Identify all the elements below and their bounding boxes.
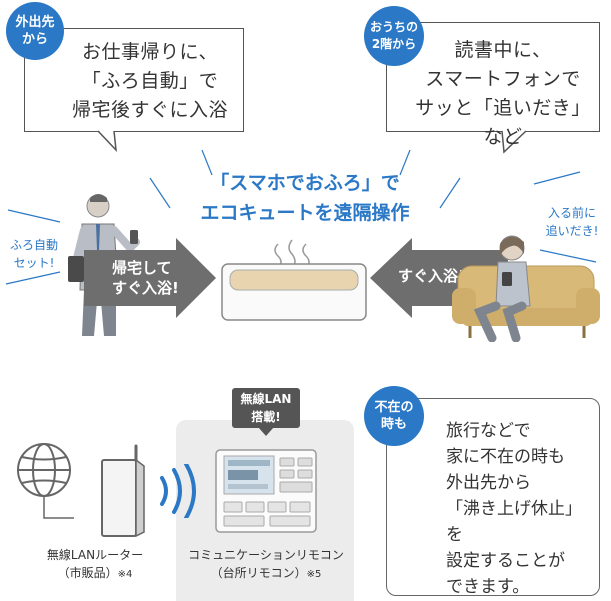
- bubble-tail-outside: [97, 130, 117, 153]
- headline: 「スマホでおふろ」で エコキュートを遠隔操作: [160, 168, 450, 228]
- right-arrow-line1: すぐ入浴!: [398, 267, 465, 285]
- bubble-outside-line1: お仕事帰りに、: [82, 41, 218, 63]
- right-note: 入る前に 追いだき!: [536, 204, 608, 240]
- bubble-upstairs-text: 読書中に、 スマートフォンで サッと「追いだき」など: [408, 36, 598, 152]
- absent-line2: 家に不在の時も: [446, 447, 565, 467]
- badge-upstairs: おうちの 2階から: [364, 6, 424, 66]
- lan-tag-tail: [258, 427, 274, 436]
- router-caption-line2: （市販品）※4: [57, 566, 133, 580]
- absent-box: [386, 398, 600, 596]
- remote-caption-line2: （台所リモコン）※5: [210, 566, 322, 580]
- router-caption-note: ※4: [117, 569, 133, 580]
- bubble-outside-line2: 「ふろ自動」で: [81, 70, 219, 92]
- wifi-waves-icon: [160, 464, 196, 518]
- absent-text: 旅行などで 家に不在の時も 外出先から 「沸き上げ休止」を 設定することが でき…: [446, 418, 596, 600]
- left-note-line2: セット!: [13, 256, 55, 270]
- remote-control-icon: [215, 449, 317, 533]
- bubble-upstairs-line3: サッと「追いだき」など: [415, 97, 591, 148]
- bubble-upstairs-line1: 読書中に、: [454, 39, 552, 61]
- badge-outside: 外出先 から: [6, 2, 64, 60]
- lan-tag: 無線LAN 搭載!: [232, 388, 300, 428]
- left-note: ふろ自動 セット!: [2, 236, 66, 272]
- absent-line4: 「沸き上げ休止」を: [446, 499, 582, 545]
- left-arrow-line1: 帰宅して: [112, 259, 172, 277]
- lan-tag-line1: 無線LAN: [240, 392, 292, 406]
- router-caption-line1: 無線LANルーター: [46, 548, 144, 562]
- bathtub-icon: [221, 239, 367, 321]
- speech-bubble-outside: [24, 28, 244, 132]
- left-arrow-label: 帰宅して すぐ入浴!: [112, 258, 202, 298]
- bubble-outside-text: お仕事帰りに、 「ふろ自動」で 帰宅後すぐに入浴: [60, 38, 240, 125]
- left-note-line1: ふろ自動: [9, 238, 58, 252]
- headline-line2: エコキュートを遠隔操作: [200, 202, 410, 224]
- bubble-outside-line3: 帰宅後すぐに入浴: [71, 99, 228, 121]
- bubble-upstairs-line2: スマートフォンで: [425, 68, 581, 90]
- left-arrow-icon: [84, 238, 216, 318]
- bubble-tail-upstairs: [501, 130, 527, 154]
- right-note-line2: 追いだき!: [545, 224, 599, 238]
- right-arrow-label: すぐ入浴!: [398, 266, 498, 286]
- remote-caption-note: ※5: [306, 569, 322, 580]
- woman-on-sofa-icon: [452, 235, 600, 342]
- left-arrow-line2: すぐ入浴!: [112, 279, 179, 297]
- router-caption: 無線LANルーター （市販品）※4: [20, 546, 170, 584]
- remote-caption-line1: コミュニケーションリモコン: [188, 548, 344, 562]
- badge-absent: 不在の 時も: [364, 386, 424, 446]
- router-icon: [101, 444, 145, 538]
- right-note-line1: 入る前に: [547, 206, 596, 220]
- lan-tag-line2: 搭載!: [251, 410, 281, 424]
- absent-line6: できます。: [446, 577, 530, 597]
- remote-caption: コミュニケーションリモコン （台所リモコン）※5: [178, 546, 354, 584]
- absent-line5: 設定することが: [446, 551, 565, 571]
- globe-icon: [17, 443, 74, 519]
- absent-line1: 旅行などで: [446, 421, 531, 441]
- headline-line1: 「スマホでおふろ」で: [210, 172, 400, 194]
- absent-line3: 外出先から: [446, 473, 531, 493]
